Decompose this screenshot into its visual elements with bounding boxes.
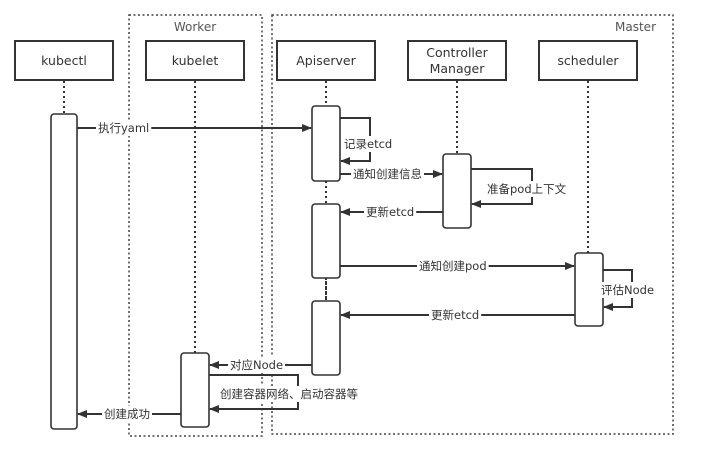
- message-update-etcd-2: 更新etcd: [340, 307, 575, 323]
- message-create-success: 创建成功: [77, 406, 181, 422]
- message-label: 创建容器网络、启动容器等: [220, 387, 358, 401]
- message-label: 执行yaml: [98, 121, 149, 135]
- scheduler-label: scheduler: [557, 53, 619, 68]
- message-label: 记录etcd: [344, 137, 392, 151]
- message-execute-yaml: 执行yaml: [77, 120, 312, 136]
- kubectl-activation: [50, 113, 78, 430]
- apiserver-label: Apiserver: [296, 53, 356, 68]
- worker-group: Worker: [128, 14, 263, 437]
- message-prepare-pod-context: 准备pod上下文: [471, 168, 569, 208]
- message-record-etcd: 记录etcd: [340, 117, 395, 165]
- participant-controller-manager: Controller Manager: [407, 40, 507, 81]
- kubelet-label: kubelet: [172, 53, 219, 68]
- apiserver-activation-2: [311, 203, 341, 279]
- controller-label-line1: Controller: [426, 45, 488, 60]
- worker-group-label: Worker: [174, 20, 216, 34]
- participant-scheduler: scheduler: [538, 40, 638, 81]
- message-evaluate-node: 评估Node: [599, 269, 657, 311]
- kubelet-activation: [180, 352, 210, 428]
- message-label: 通知创建信息: [353, 167, 422, 181]
- apiserver-activation-3: [311, 300, 341, 376]
- participant-kubectl: kubectl: [14, 40, 114, 81]
- master-group: Master: [271, 14, 674, 435]
- participant-kubelet: kubelet: [145, 40, 245, 81]
- message-create-network-start-containers: 创建容器网络、启动容器等: [209, 374, 360, 413]
- message-label: 更新etcd: [431, 308, 479, 322]
- message-label: 评估Node: [601, 283, 654, 297]
- message-update-etcd-1: 更新etcd: [340, 204, 443, 220]
- scheduler-activation: [574, 252, 604, 327]
- master-group-label: Master: [615, 20, 656, 34]
- message-label: 准备pod上下文: [487, 182, 567, 196]
- message-notify-create-info: 通知创建信息: [340, 166, 443, 182]
- message-notify-create-pod: 通知创建pod: [340, 258, 575, 274]
- message-corresponding-node: 对应Node: [209, 357, 312, 373]
- message-label: 创建成功: [104, 407, 150, 421]
- message-label: 更新etcd: [366, 205, 414, 219]
- message-label: 通知创建pod: [419, 259, 487, 273]
- participant-apiserver: Apiserver: [276, 40, 376, 81]
- kubectl-label: kubectl: [41, 53, 87, 68]
- controller-label-line2: Manager: [430, 61, 486, 76]
- apiserver-activation-1: [311, 105, 341, 182]
- controller-activation: [442, 153, 472, 229]
- message-label: 对应Node: [230, 358, 283, 372]
